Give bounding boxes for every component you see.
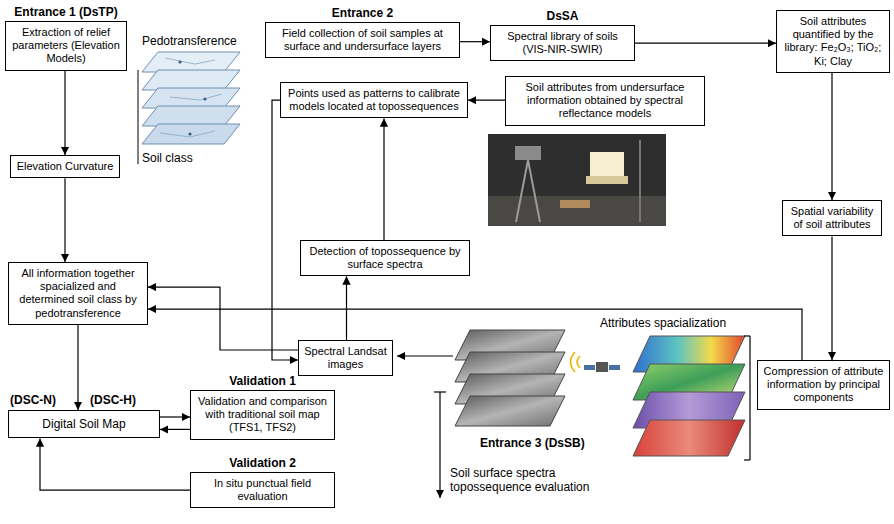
process-box: Validation 1Validation and comparison wi… [190,390,335,440]
process-box: Detection of topossequence by surface sp… [300,240,470,276]
map-sheet [142,124,240,144]
process-box: Entrance 1 (DsTP)Extraction of relief pa… [5,21,127,71]
satellite-panel [609,365,620,370]
flow-arrow [64,178,65,262]
map-sheet [142,106,240,126]
soil-class-line [138,70,139,164]
box-text: Spectral library of soils (VIS-NIR-SWIR) [496,30,629,56]
process-box: DsSASpectral library of soils (VIS-NIR-S… [490,25,635,61]
box-text: Validation and comparison with tradition… [196,395,329,435]
satellite-signal [571,352,581,372]
map-sheet [142,52,240,72]
diagram-label: (DSC-N) [10,393,56,407]
process-box: Soil attributes from undersurface inform… [505,76,705,126]
box-text: Elevation Curvature [16,160,114,173]
process-box: Validation 2In situ punctual field evalu… [190,472,335,508]
photo-tripod [528,160,540,222]
diagram-label: Pedotransference [142,34,237,48]
diagram-label: Soil class [142,151,193,165]
map-sheet [142,70,240,90]
box-heading: DsSA [461,9,664,23]
box-text: Detection of topossequence by surface sp… [306,245,464,271]
process-box: Compression of attribute information by … [757,360,890,410]
photo-stand [639,140,641,222]
satellite-icon [571,352,621,372]
photo-light [586,176,628,184]
bracket-line [749,336,750,460]
diagram-label: Soil surface spectra topossequence evalu… [450,466,625,495]
flow-arrow [160,429,190,430]
diagram-label: (DSC-H) [90,393,136,407]
attribute-layers [633,336,750,460]
flow-arrow [831,236,832,360]
process-box: Digital Soil Map [8,410,160,438]
process-box: Spectral Landsat images [298,340,393,376]
flow-arrow [148,287,298,350]
box-text: Extraction of relief parameters (Elevati… [11,26,121,66]
flow-arrow [77,325,78,410]
flow-arrow [460,41,490,42]
map-sheet [142,88,240,108]
attribute-layer [633,420,745,456]
satellite-image-stack [397,330,565,426]
box-text: Digital Soil Map [14,417,154,431]
map-dot [203,97,206,100]
process-box: Spatial variability of soil attributes [782,200,882,236]
box-heading: Entrance 1 (DsTP) [0,5,156,19]
surface-spectra-bracket [434,392,446,498]
box-text: Spectral Landsat images [304,345,387,371]
flow-arrow [160,416,190,417]
flow-arrow [148,309,802,360]
flow-arrow [64,71,65,155]
photo-sample [560,200,590,208]
diagram-label: Entrance 3 (DsSB) [480,436,585,450]
bracket-tick [744,335,750,336]
flow-arrow [346,276,347,340]
box-heading: Validation 2 [161,456,364,470]
flow-arrow [468,100,505,101]
bracket-line [439,392,440,498]
map-dot [188,132,191,135]
flow-arrow [383,118,384,240]
process-box: All information together spacialized and… [8,262,148,325]
satellite-panel [584,365,595,370]
map-dot [178,60,181,63]
lab-photo [488,134,666,226]
box-text: In situ punctual field evaluation [196,477,329,503]
process-box: Elevation Curvature [10,155,120,178]
box-heading: Validation 1 [161,374,364,388]
box-text: All information together spacialized and… [14,267,142,320]
photo-lamp [590,152,624,176]
box-text: Spatial variability of soil attributes [788,205,876,231]
box-heading: Entrance 2 [236,6,489,20]
flow-arrow [831,73,832,200]
photo-tripod [516,160,528,222]
box-text: Soil attributes from undersurface inform… [511,81,699,121]
box-text: Soil attributes quantified by the librar… [782,15,884,68]
process-box: Entrance 2Field collection of soil sampl… [265,22,460,58]
process-box: Soil attributes quantified by the librar… [776,10,890,73]
box-text: Points used as patterns to calibrate mod… [286,87,462,113]
image-arrow [397,355,453,356]
soil-class-sheets [138,52,240,164]
process-box: Points used as patterns to calibrate mod… [280,82,468,118]
bracket-tick [744,459,750,460]
map-lines [160,58,222,137]
satellite-body [596,362,608,372]
photo-ground [488,134,666,226]
flow-arrow [635,43,776,44]
photo-camera [515,146,541,160]
diagram-label: Attributes spacialization [600,316,726,330]
box-text: Compression of attribute information by … [763,365,884,405]
box-text: Field collection of soil samples at surf… [271,27,454,53]
flow-arrow [272,100,298,360]
satellite-scene [455,396,565,426]
flow-arrow [40,438,190,490]
